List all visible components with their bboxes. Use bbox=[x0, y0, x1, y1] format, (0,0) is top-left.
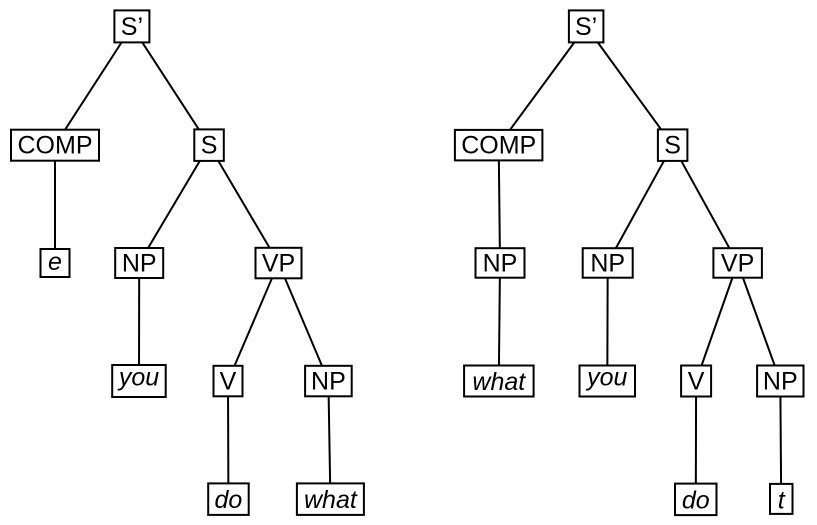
svg-text:COMP: COMP bbox=[18, 132, 93, 160]
svg-text:you: you bbox=[117, 364, 159, 392]
svg-text:V: V bbox=[220, 368, 237, 396]
svg-text:S’: S’ bbox=[121, 13, 143, 41]
svg-text:COMP: COMP bbox=[461, 132, 536, 160]
svg-text:S: S bbox=[664, 132, 681, 160]
svg-text:S: S bbox=[201, 132, 218, 160]
svg-text:do: do bbox=[214, 486, 242, 514]
svg-text:e: e bbox=[48, 248, 62, 276]
svg-text:S’: S’ bbox=[575, 13, 597, 41]
svg-text:NP: NP bbox=[122, 250, 157, 278]
svg-text:NP: NP bbox=[590, 250, 625, 278]
svg-text:you: you bbox=[585, 364, 627, 392]
svg-text:what: what bbox=[304, 486, 358, 514]
svg-text:NP: NP bbox=[763, 368, 798, 396]
svg-text:V: V bbox=[688, 368, 705, 396]
svg-text:VP: VP bbox=[262, 250, 295, 278]
svg-text:NP: NP bbox=[483, 250, 518, 278]
svg-text:do: do bbox=[682, 486, 710, 514]
svg-text:t: t bbox=[778, 486, 786, 514]
svg-text:VP: VP bbox=[721, 250, 754, 278]
svg-text:what: what bbox=[472, 368, 526, 396]
svg-text:NP: NP bbox=[311, 368, 346, 396]
